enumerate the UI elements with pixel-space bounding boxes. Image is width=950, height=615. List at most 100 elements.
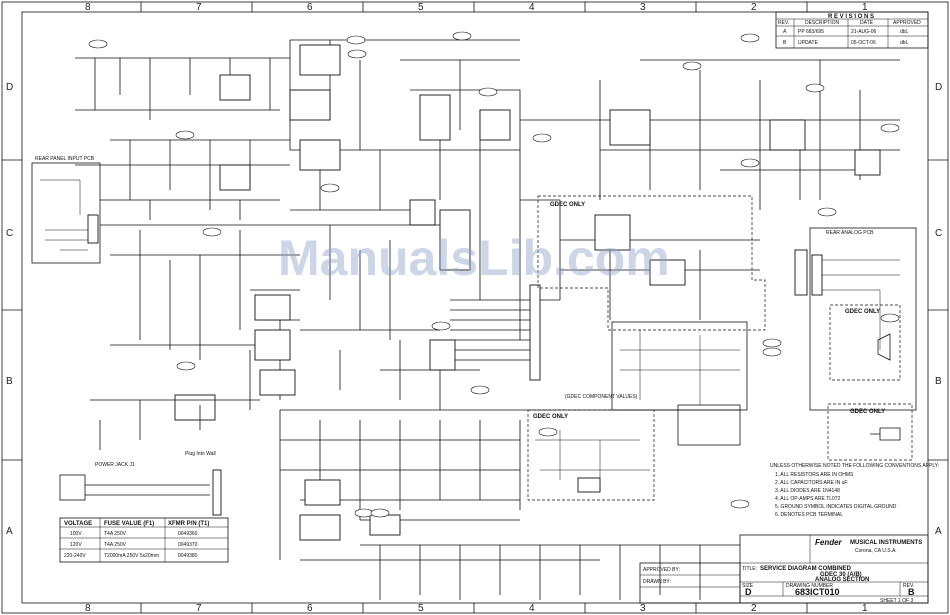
op-amp-chips-mid <box>174 284 541 421</box>
note-6: 6. DENOTES PCB TERMINAL <box>775 512 843 518</box>
sheet-label: SHEET <box>880 598 897 604</box>
revisions-table: R E V I S I O N S REV. DESCRIPTION DATE … <box>775 11 929 49</box>
note-5: 5. GROUND SYMBOL INDICATES DIGITAL GROUN… <box>775 504 897 510</box>
rev-row-b-approved: dbL <box>900 40 909 46</box>
rev-row-a-desc: PP 683/695 <box>798 29 824 35</box>
grid-col-5: 5 <box>418 2 424 13</box>
grid-col-4-bottom: 4 <box>529 603 535 614</box>
rear-analog-pcb: REAR ANALOG PCB GDEC ONLY <box>809 227 917 411</box>
grid-row-C: C <box>6 228 13 239</box>
drawn-by-label: DRAWN BY: <box>643 579 671 585</box>
company-name: MUSICAL INSTRUMENTS <box>850 540 922 546</box>
grid-column-labels-bottom: 8 7 6 5 4 3 2 1 <box>85 603 868 614</box>
rev-row-a-approved: dbL <box>900 29 909 35</box>
grid-row-labels-right: D C B A <box>935 82 942 537</box>
grid-row-labels-left: D C B A <box>6 82 13 537</box>
rev-row-b-desc: UPDATE <box>798 40 819 46</box>
rev-row-a-rev: A <box>783 29 787 35</box>
grid-col-2: 2 <box>751 2 757 13</box>
rev-value: B <box>908 587 915 597</box>
grid-col-8-bottom: 8 <box>85 603 91 614</box>
grid-col-1: 1 <box>862 2 868 13</box>
grid-row-A: A <box>6 526 13 537</box>
size-label: SIZE <box>742 583 754 589</box>
note-4: 4. ALL OP-AMPS ARE TL072 <box>775 496 841 502</box>
rev-row-a-date: 21-AUG-06 <box>851 29 877 35</box>
fuse-header-voltage: VOLTAGE <box>64 521 92 527</box>
power-jack-block: POWER JACK J1 Plug Into Wall <box>59 451 216 501</box>
rev-row-b-rev: B <box>783 40 787 46</box>
sheet-value: 1 OF 3 <box>898 598 914 604</box>
rev-header-description: DESCRIPTION <box>805 20 840 26</box>
grid-column-labels-top: 8 7 6 5 4 3 2 1 <box>85 2 868 13</box>
grid-col-4: 4 <box>529 2 535 13</box>
title-line-1: SERVICE DIAGRAM COMBINED <box>760 566 852 572</box>
revisions-title: R E V I S I O N S <box>828 14 874 20</box>
power-regulators <box>212 469 401 541</box>
gdec-only-low-block: GDEC ONLY <box>527 409 655 501</box>
op-amp-chips-top <box>219 44 511 271</box>
grid-col-3: 3 <box>640 2 646 13</box>
grid-col-8: 8 <box>85 2 91 13</box>
title-line-2: GDEC 30 (A/B) <box>820 572 862 578</box>
grid-row-B-right: B <box>935 376 942 387</box>
rear-analog-pcb-label: REAR ANALOG PCB <box>826 230 874 236</box>
fuse-row1-xfmr: 0049360 <box>178 531 198 537</box>
notes-heading: UNLESS OTHERWISE NOTED THE FOLLOWING CON… <box>770 463 939 469</box>
rev-header-approved: APPROVED <box>893 20 921 26</box>
grid-col-7-bottom: 7 <box>196 603 202 614</box>
fuse-header-value: FUSE VALUE (F1) <box>104 521 154 527</box>
fuse-row1-voltage: 100V <box>70 531 82 537</box>
rear-input-pcb: REAR PANEL INPUT PCB <box>31 156 101 264</box>
title-block: Fender MUSICAL INSTRUMENTS Corona, CA U.… <box>739 534 929 604</box>
op-amp-chips-right <box>594 109 881 296</box>
rev-header-rev: REV. <box>778 20 789 26</box>
grid-row-A-right: A <box>935 526 942 537</box>
brand-logo: Fender <box>815 538 843 547</box>
grid-row-C-right: C <box>935 228 942 239</box>
fuse-row1-value: T4A 250V <box>104 531 127 537</box>
plug-note-label: Plug Into Wall <box>185 451 216 457</box>
drawing-number-label: DRAWING NUMBER <box>786 583 833 589</box>
grid-col-2-bottom: 2 <box>751 603 757 614</box>
grid-col-1-bottom: 1 <box>862 603 868 614</box>
fuse-header-xfmr: XFMR P/N (T1) <box>168 521 209 527</box>
gdec-only-bottom-right-block: GDEC ONLY <box>827 403 913 461</box>
grid-col-6: 6 <box>307 2 313 13</box>
grid-row-D: D <box>6 82 13 93</box>
note-3: 3. ALL DIODES ARE 1N4148 <box>775 488 840 494</box>
grid-row-B: B <box>6 376 13 387</box>
size-value: D <box>745 587 752 597</box>
note-1: 1. ALL RESISTORS ARE IN OHMS <box>775 472 854 478</box>
input-stage-wiring <box>75 39 521 340</box>
rev-row-b-date: 05-OCT-06 <box>851 40 876 46</box>
grid-row-D-right: D <box>935 82 942 93</box>
grid-col-6-bottom: 6 <box>307 603 313 614</box>
fuse-row3-xfmr: 0049380 <box>178 553 198 559</box>
rev-label: REV. <box>903 583 914 589</box>
title-label: TITLE: <box>742 566 757 572</box>
watermark: ManualsLib.com <box>278 230 670 286</box>
inner-border <box>21 11 929 604</box>
gdec-only-bottom-right-label: GDEC ONLY <box>850 409 885 415</box>
grid-col-5-bottom: 5 <box>418 603 424 614</box>
rear-input-pcb-label: REAR PANEL INPUT PCB <box>35 156 95 162</box>
rev-header-date: DATE <box>860 20 874 26</box>
drawing-number: 683ICT010 <box>795 587 840 597</box>
note-2: 2. ALL CAPACITORS ARE IN uF <box>775 480 847 486</box>
lower-wiring <box>90 399 740 600</box>
gdec-only-right-label: GDEC ONLY <box>845 309 880 315</box>
fuse-row2-value: T4A 250V <box>104 542 127 548</box>
grid-col-7: 7 <box>196 2 202 13</box>
fuse-row3-value: T2000mA 250V 5x20mm <box>104 553 159 559</box>
power-jack-label: POWER JACK J1 <box>95 462 135 468</box>
fuse-row2-voltage: 120V <box>70 542 82 548</box>
net-label-ovals <box>88 31 900 518</box>
gdec-only-low-label: GDEC ONLY <box>533 414 568 420</box>
fuse-row3-voltage: 220-240V <box>64 553 86 559</box>
title-line-3: ANALOG SECTION <box>815 577 869 583</box>
power-supply-block <box>611 321 748 446</box>
